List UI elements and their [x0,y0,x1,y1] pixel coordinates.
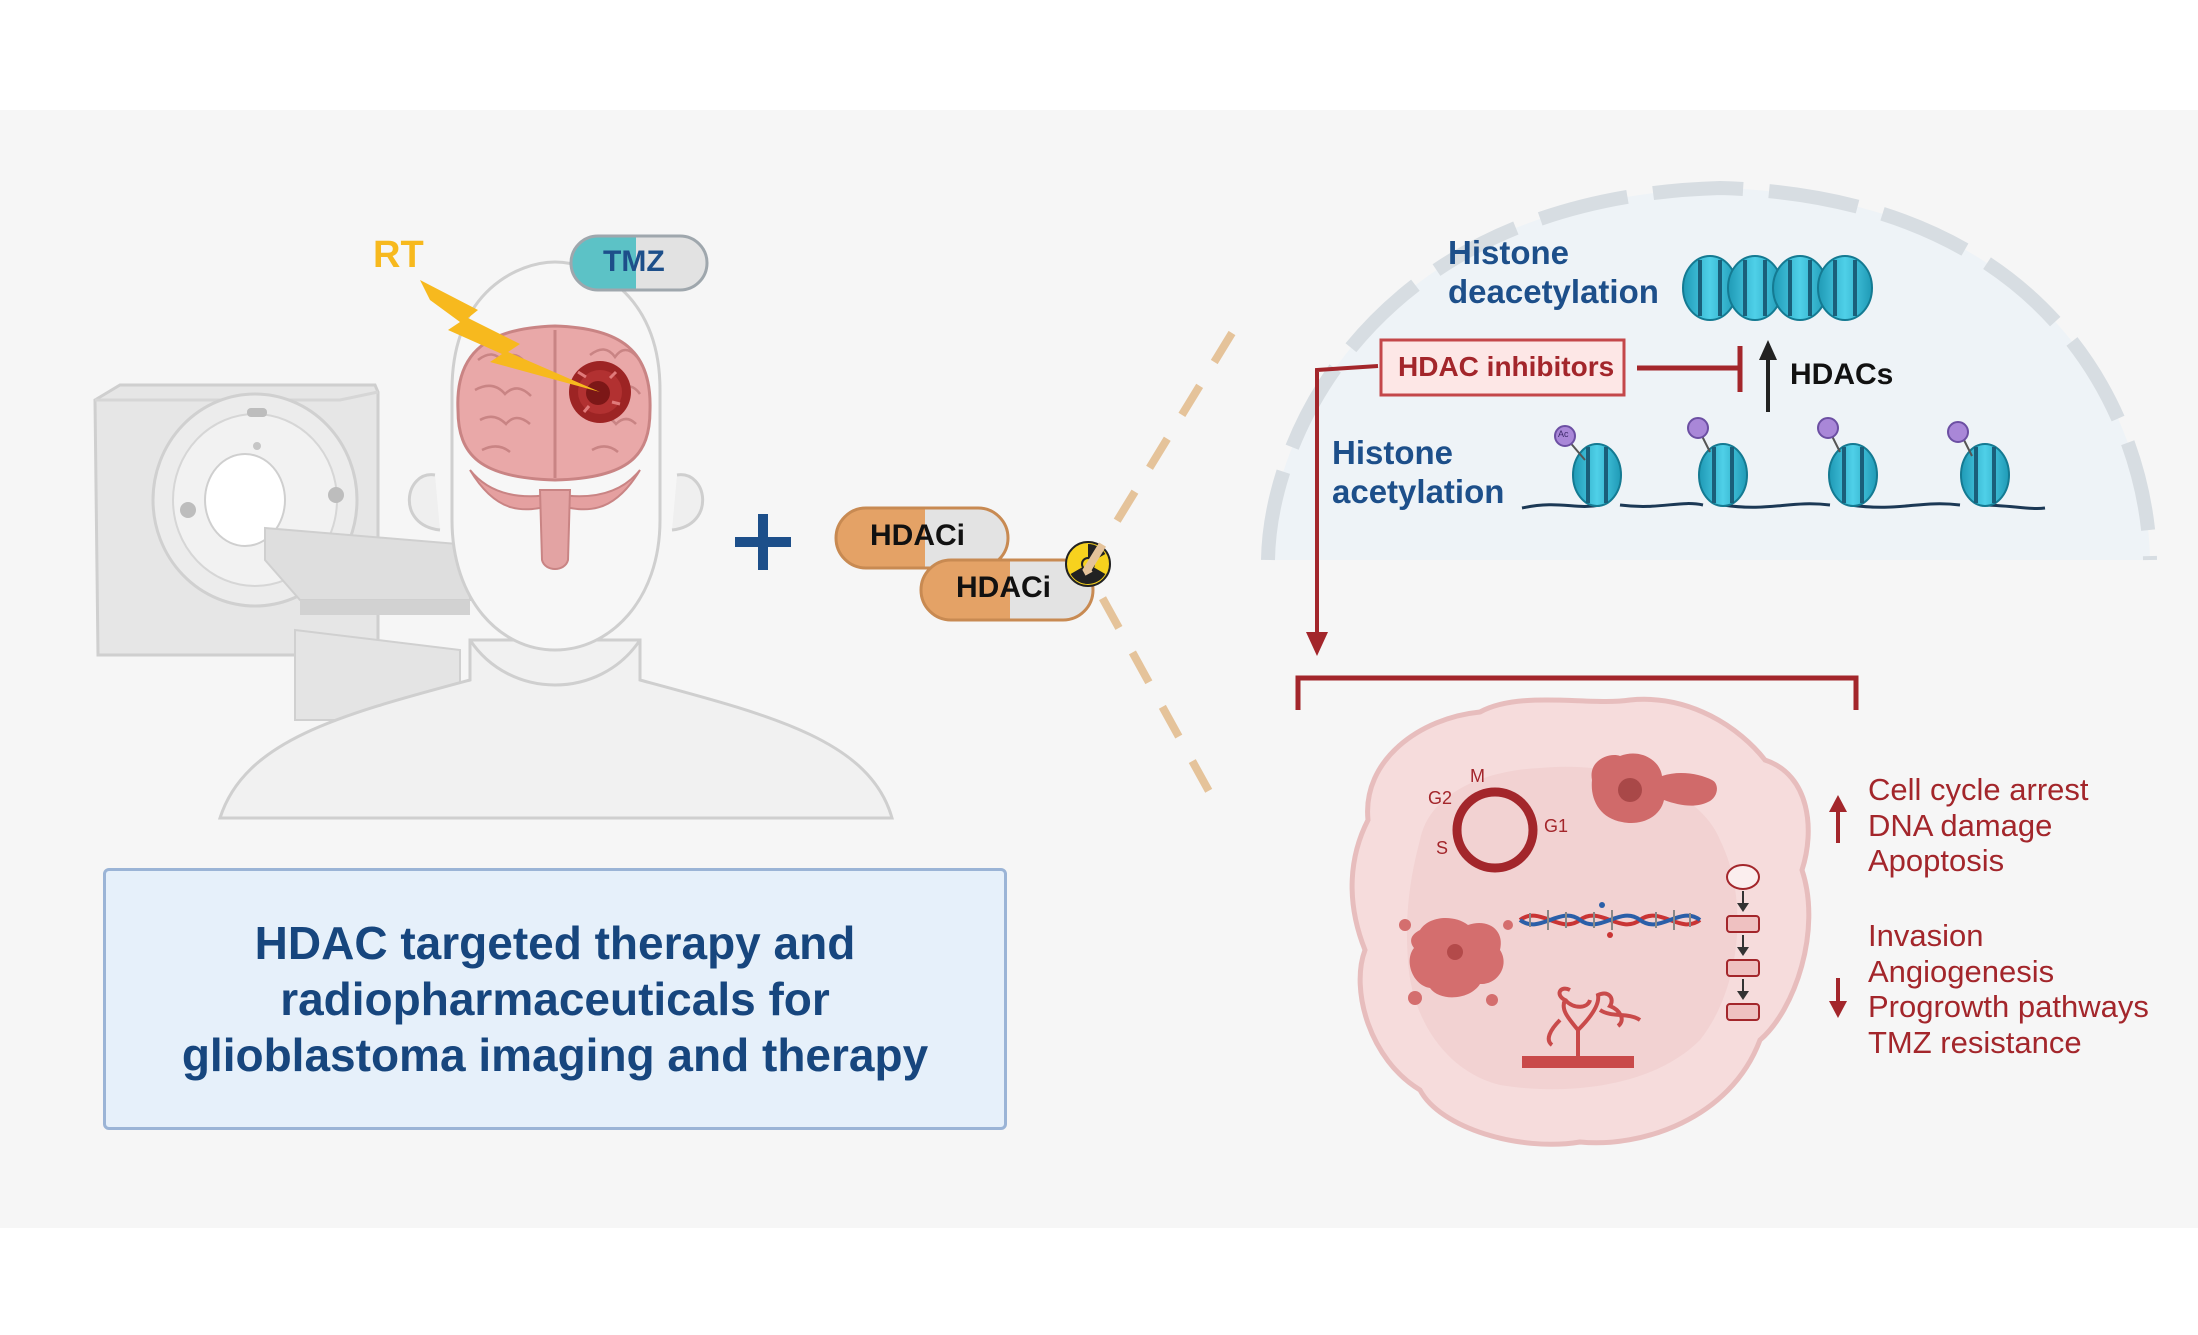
histone-acetylation-label: Histone acetylation [1332,434,1505,510]
effect-item: Progrowth pathways [1868,989,2149,1025]
hdaci-label: HDACi [870,519,965,552]
hdacs-label: HDACs [1790,358,1894,391]
down-arrow-icon [1829,978,1847,1018]
effect-item: Cell cycle arrest [1868,772,2089,807]
downregulated-effects-list: Invasion Angiogenesis Progrowth pathways… [1868,918,2149,1061]
ac-mark-label: Ac [1558,429,1569,439]
fragmented-cell-icon [1399,918,1513,1006]
cell-cycle-ring [1452,787,1538,873]
upregulated-effects-list: Cell cycle arrest DNA damage Apoptosis [1868,772,2089,879]
lightning-icon [420,280,600,392]
deacetylated-nucleosomes [1682,255,1873,321]
hdaci-radiolabeled-label: HDACi [956,571,1051,604]
plus-icon [735,514,791,570]
figure-title-box: HDAC targeted therapy and radiopharmaceu… [103,868,1007,1130]
acetylated-chromatin [1521,417,2046,510]
up-arrow-icon [1829,795,1847,843]
phase-g1-label: G1 [1544,816,1569,836]
nucleus-panel [1261,180,2157,561]
effect-item: Invasion [1868,918,1984,953]
angiogenesis-icon [1522,986,1642,1068]
tmz-label: TMZ [603,245,665,278]
tmz-pill [569,234,709,292]
effect-item: Apoptosis [1868,843,2005,879]
hdac-inhibitors-label: HDAC inhibitors [1398,351,1615,382]
phase-s-label: S [1436,838,1449,858]
histone-deacetylation-label: Histone deacetylation [1448,234,1659,310]
pathway-cascade-icon [1726,864,1760,1021]
effect-item: Angiogenesis [1868,953,2055,989]
phase-g2-label: G2 [1428,788,1453,808]
ct-scanner [93,383,471,721]
phase-m-label: M [1470,766,1485,786]
hdaci-pill [834,506,1010,570]
figure-title: HDAC targeted therapy and radiopharmaceu… [181,916,929,1082]
effect-bracket [1295,675,1859,710]
dna-damage-icon [1518,902,1702,938]
rt-label: RT [373,234,424,276]
apoptotic-cell-icon [1591,753,1717,824]
zoom-dashed-line [1082,330,1236,817]
effect-item: DNA damage [1868,807,2053,843]
effect-item: TMZ resistance [1868,1024,2082,1060]
inhibition-connectors [1306,338,1777,656]
